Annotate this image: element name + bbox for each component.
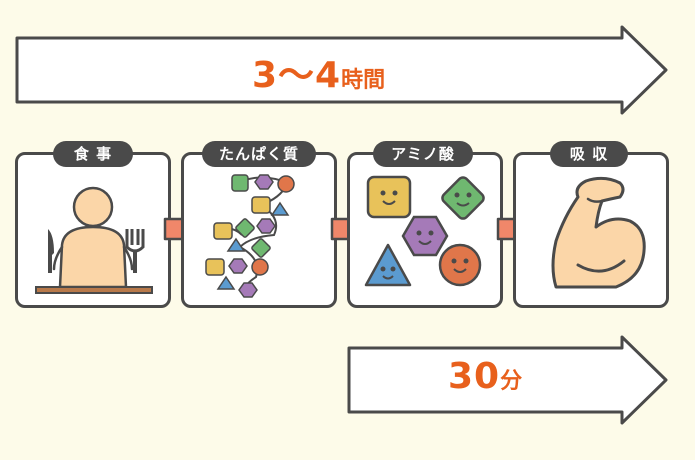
- amino-acid-shapes-icon: [364, 175, 485, 287]
- panel-protein: [181, 152, 337, 308]
- bottom-arrow-value: 30: [448, 356, 501, 397]
- bottom-arrow-duration: 30分: [448, 356, 522, 397]
- bottom-arrow-unit: 分: [500, 369, 523, 394]
- top-arrow-unit: 時間: [341, 68, 386, 93]
- protein-chain-icon: [205, 174, 295, 298]
- top-arrow-value: 3〜4: [252, 55, 342, 96]
- amino-yellow-square: [366, 175, 412, 219]
- flexed-arm-icon: [551, 176, 646, 289]
- amino-orange-circle: [438, 243, 482, 287]
- step-label-meal: 食 事: [53, 141, 133, 167]
- amino-purple-hexagon: [401, 215, 449, 257]
- amino-green-diamond: [441, 176, 485, 220]
- top-arrow-duration: 3〜4時間: [252, 46, 385, 98]
- step-label-absorption: 吸 収: [550, 141, 628, 167]
- time-arrow-bottom: [346, 334, 674, 426]
- panel-meal: [15, 152, 171, 308]
- step-label-amino-acid: アミノ酸: [373, 141, 473, 167]
- step-label-protein: たんぱく質: [202, 141, 316, 167]
- amino-blue-triangle: [364, 243, 412, 287]
- person-eating-icon: [35, 186, 153, 294]
- time-arrow-top: [14, 24, 674, 116]
- panel-absorption: [513, 152, 669, 308]
- panel-amino-acid: [347, 152, 503, 308]
